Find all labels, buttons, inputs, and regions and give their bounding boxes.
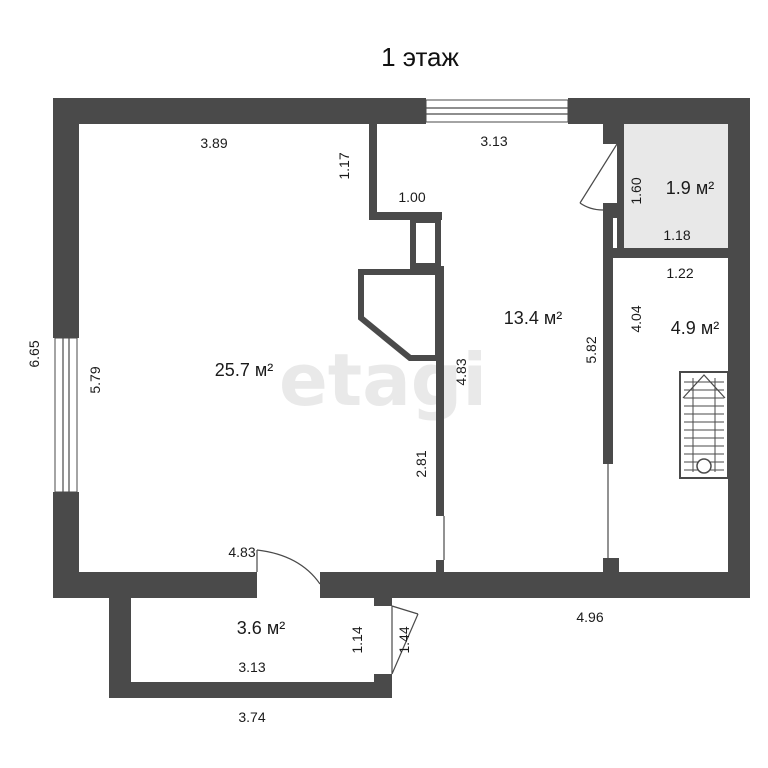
- alcove-wall-vertical: [369, 124, 377, 218]
- window-left: [54, 337, 78, 493]
- dim-alcove-width: 1.00: [398, 189, 425, 205]
- window-top: [425, 99, 569, 123]
- storage-door-swing: [579, 202, 604, 211]
- dim-storage-width: 1.18: [663, 227, 690, 243]
- partition-hall-right-stub: [603, 558, 619, 574]
- storage-door-leaf: [579, 143, 618, 204]
- watermark: etagi: [279, 338, 487, 422]
- room-area-stairs: 4.9 м²: [671, 318, 719, 338]
- living-door-swing: [256, 549, 321, 585]
- porch-wall-right-stub: [374, 674, 392, 698]
- wall-left-upper: [53, 98, 79, 338]
- fireplace-outline: [358, 269, 441, 361]
- dim-bottom-left: 4.83: [228, 544, 255, 560]
- partition-center-stub: [436, 560, 444, 574]
- dim-outer-height: 6.65: [26, 340, 42, 367]
- alcove-box: [410, 217, 441, 269]
- dim-storage-height: 1.60: [628, 177, 644, 204]
- dim-inner-height: 5.79: [87, 366, 103, 393]
- dim-partition-long: 4.83: [453, 358, 469, 385]
- porch-wall-left: [109, 598, 131, 698]
- porch-wall-top-stub: [374, 598, 392, 606]
- dim-porch-door: 1.44: [396, 626, 412, 653]
- porch-door-leaf: [391, 605, 419, 615]
- wall-bottom-left: [53, 572, 257, 598]
- wall-bottom-right: [320, 572, 750, 598]
- storage-room-fill: [624, 124, 728, 248]
- plan-title: 1 этаж: [381, 42, 459, 72]
- storage-wall-left: [617, 124, 624, 254]
- room-area-porch: 3.6 м²: [237, 618, 285, 638]
- storage-wall-bottom: [603, 248, 728, 258]
- dim-stair-height: 4.04: [628, 305, 644, 332]
- dim-bottom-right: 4.96: [576, 609, 603, 625]
- storage-door-jamb: [603, 124, 617, 144]
- partition-center: [436, 266, 444, 516]
- porch-door-leaf-2: [391, 613, 419, 675]
- alcove-wall-horizontal: [369, 212, 442, 220]
- dim-porch-height: 1.14: [349, 626, 365, 653]
- dim-alcove-height: 1.17: [336, 152, 352, 179]
- staircase-start: [696, 458, 712, 474]
- dim-hall-height: 5.82: [583, 336, 599, 363]
- partition-hall-right: [603, 218, 613, 464]
- dim-porch-inner: 3.13: [238, 659, 265, 675]
- dim-stair-top: 1.22: [666, 265, 693, 281]
- room-area-hall: 13.4 м²: [504, 308, 562, 328]
- room-area-living: 25.7 м²: [215, 360, 273, 380]
- dim-porch-outer: 3.74: [238, 709, 265, 725]
- wall-top-right: [568, 98, 750, 124]
- porch-wall-bottom: [109, 682, 392, 698]
- dim-top-mid: 3.13: [480, 133, 507, 149]
- wall-top-left: [53, 98, 426, 124]
- dim-top-left: 3.89: [200, 135, 227, 151]
- room-area-storage: 1.9 м²: [666, 178, 714, 198]
- storage-door-jamb-lower: [603, 203, 617, 218]
- dim-partition-short: 2.81: [413, 450, 429, 477]
- wall-right: [728, 98, 750, 598]
